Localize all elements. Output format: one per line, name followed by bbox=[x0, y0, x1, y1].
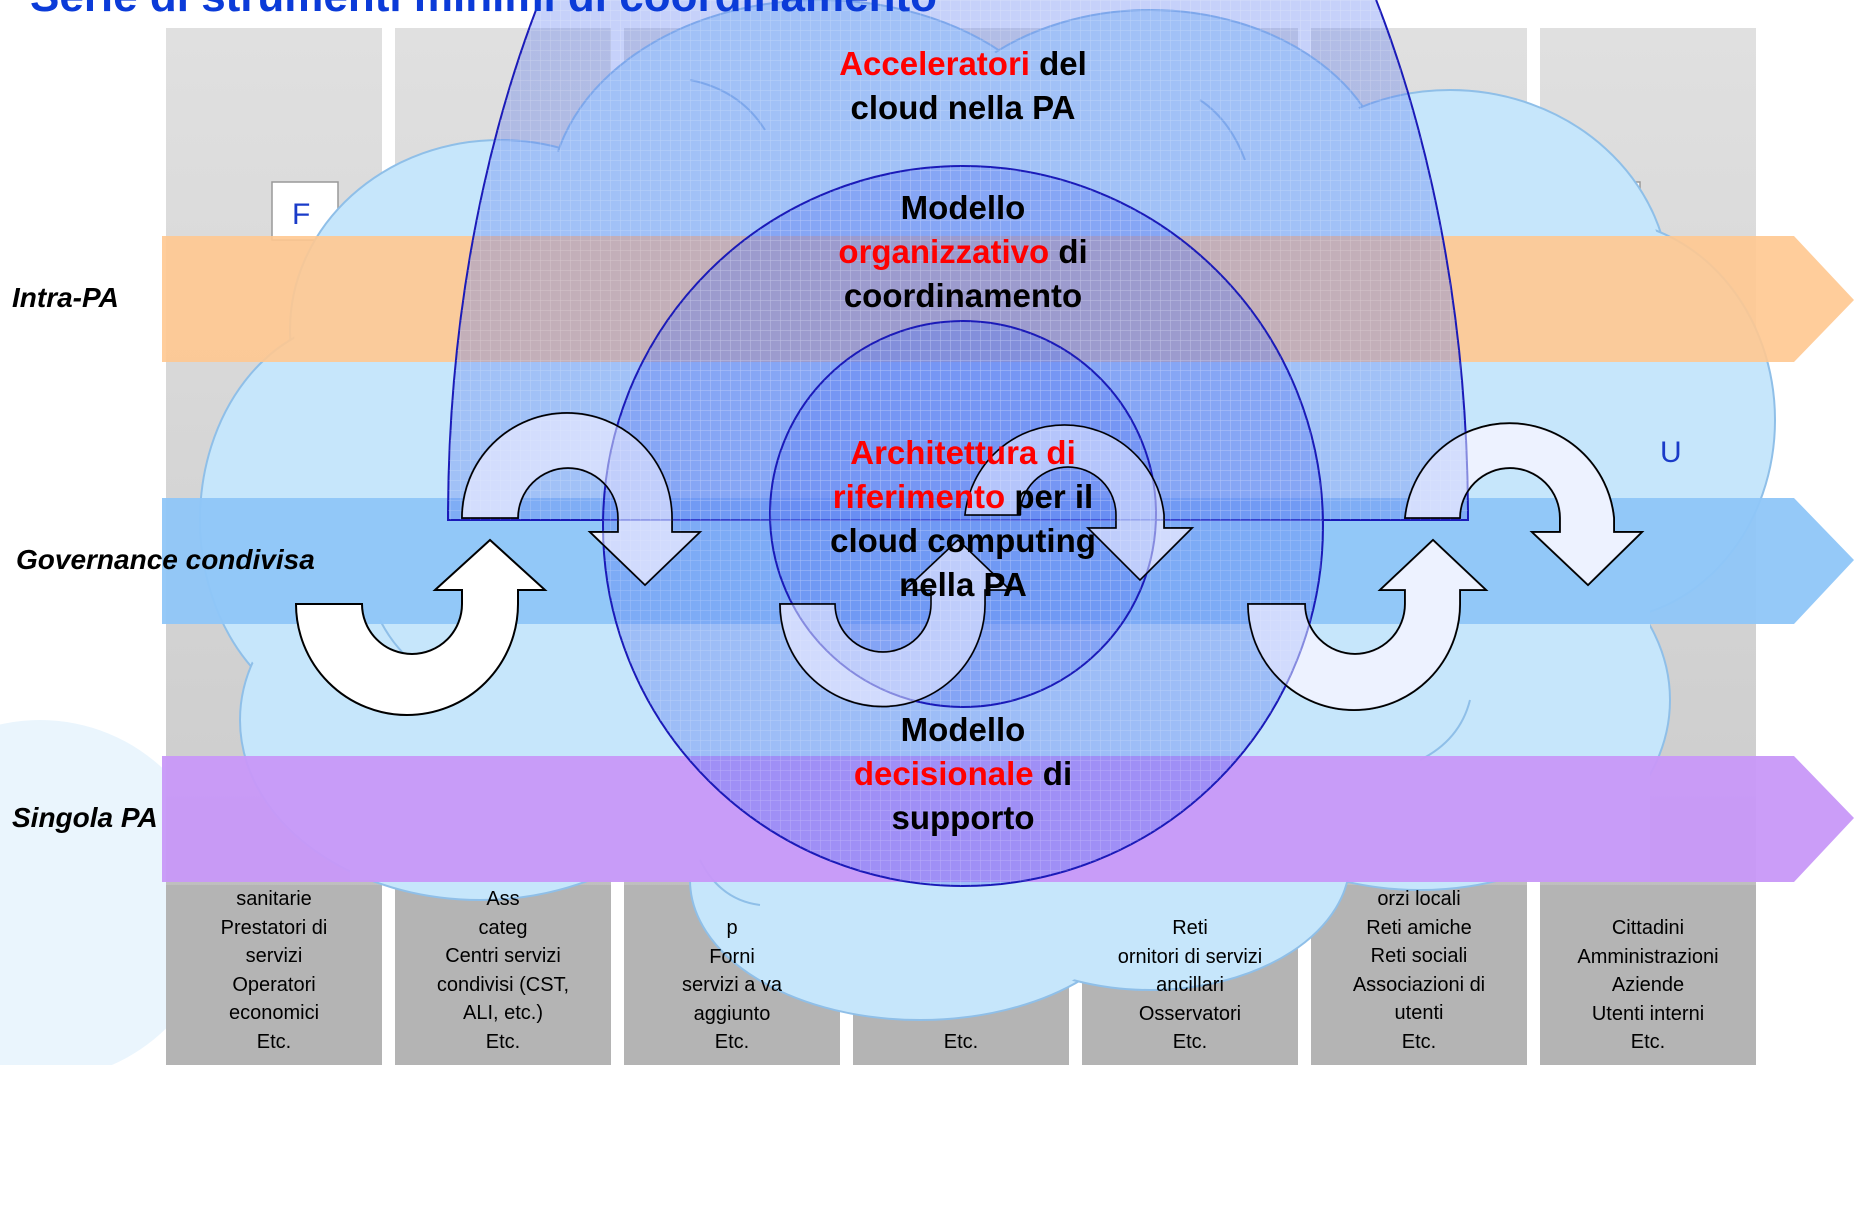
column-text-line: Aziende bbox=[1611, 974, 1685, 996]
row-label-singola: Singola PA bbox=[12, 802, 158, 833]
accelerators-black: del bbox=[1029, 45, 1087, 82]
diagram-canvas: Serie di strumenti minimi di coordinamen… bbox=[0, 0, 1854, 1065]
column-text-line: economici bbox=[228, 1002, 320, 1024]
column-text-line: ALI, etc.) bbox=[462, 1002, 544, 1024]
column-text-line: Etc. bbox=[714, 1031, 750, 1053]
architecture-label: Architettura di riferimento per il cloud… bbox=[763, 431, 1163, 607]
org-line3: coordinamento bbox=[843, 277, 1083, 314]
column-text-line: Ass bbox=[486, 888, 520, 910]
column-text-line: Etc. bbox=[1172, 1031, 1208, 1053]
column-text-line: Etc. bbox=[1630, 1031, 1666, 1053]
column-text-line: ornitori di servizi bbox=[1117, 945, 1263, 968]
arch-line3: cloud computing bbox=[830, 522, 1096, 559]
column-text-line: Operatori bbox=[232, 973, 316, 996]
column-text-line: Utenti interni bbox=[1591, 1002, 1705, 1025]
column-text-line: categ bbox=[478, 916, 528, 939]
column-text-line: Centri servizi bbox=[445, 945, 561, 967]
column-text-line: Etc. bbox=[1401, 1030, 1437, 1053]
org-black: di bbox=[1049, 233, 1088, 270]
org-line1: Modello bbox=[900, 189, 1026, 226]
page-title: Serie di strumenti minimi di coordinamen… bbox=[30, 0, 937, 22]
column-text-line: utenti bbox=[1394, 1002, 1444, 1024]
column-text-line: Reti amiche bbox=[1366, 916, 1472, 939]
column-text-line: Amministrazioni bbox=[1577, 945, 1719, 968]
column-text-line: Etc. bbox=[256, 1030, 292, 1053]
accelerators-red: Acceleratori bbox=[839, 45, 1030, 82]
row-label-governance: Governance condivisa bbox=[16, 544, 315, 575]
dec-black: di bbox=[1033, 755, 1073, 792]
arch-red: riferimento bbox=[832, 478, 1006, 515]
column-text-line: Osservatori bbox=[1138, 1002, 1242, 1025]
column-text-line: Cittadini bbox=[1611, 917, 1685, 939]
accelerators-line2: cloud nella PA bbox=[850, 89, 1076, 126]
column-text-line: p bbox=[726, 917, 738, 939]
dec-line1: Modello bbox=[900, 711, 1026, 748]
box-u-letter: U bbox=[1660, 436, 1682, 469]
column-text-line: Etc. bbox=[485, 1030, 521, 1053]
box-f-letter: F bbox=[292, 198, 311, 231]
column-text-line: Associazioni di bbox=[1352, 973, 1486, 996]
column-text-line: servizi bbox=[245, 945, 303, 967]
arch-black: per il bbox=[1005, 478, 1094, 515]
column-text-line: Etc. bbox=[943, 1031, 979, 1053]
dec-red: decisionale bbox=[853, 755, 1034, 792]
column-text-line: ancillari bbox=[1156, 974, 1224, 996]
column-text-4: Etc. bbox=[853, 1028, 1069, 1206]
column-text-line: Forni bbox=[709, 945, 755, 968]
arch-line1: Architettura di bbox=[850, 434, 1076, 471]
column-text-line: condivisi (CST, bbox=[436, 973, 570, 996]
diagram-graphics bbox=[0, 0, 1854, 1065]
column-text-line: Prestatori di bbox=[220, 916, 328, 939]
accelerators-label: Acceleratori del cloud nella PA bbox=[763, 42, 1163, 130]
arch-line4: nella PA bbox=[899, 566, 1027, 603]
column-text-line: Reti sociali bbox=[1370, 945, 1468, 967]
column-text-line: servizi a va bbox=[681, 974, 783, 996]
column-text-line: sanitarie bbox=[236, 888, 312, 910]
organizational-model-label: Modello organizzativo di coordinamento bbox=[763, 186, 1163, 318]
org-red: organizzativo bbox=[838, 233, 1050, 270]
column-text-line: aggiunto bbox=[693, 1002, 771, 1025]
column-text-line: Reti bbox=[1172, 917, 1208, 939]
dec-line3: supporto bbox=[891, 799, 1035, 836]
column-text-line: orzi locali bbox=[1377, 888, 1461, 910]
decision-model-label: Modello decisionale di supporto bbox=[763, 708, 1163, 840]
row-label-intra: Intra-PA bbox=[12, 282, 119, 313]
